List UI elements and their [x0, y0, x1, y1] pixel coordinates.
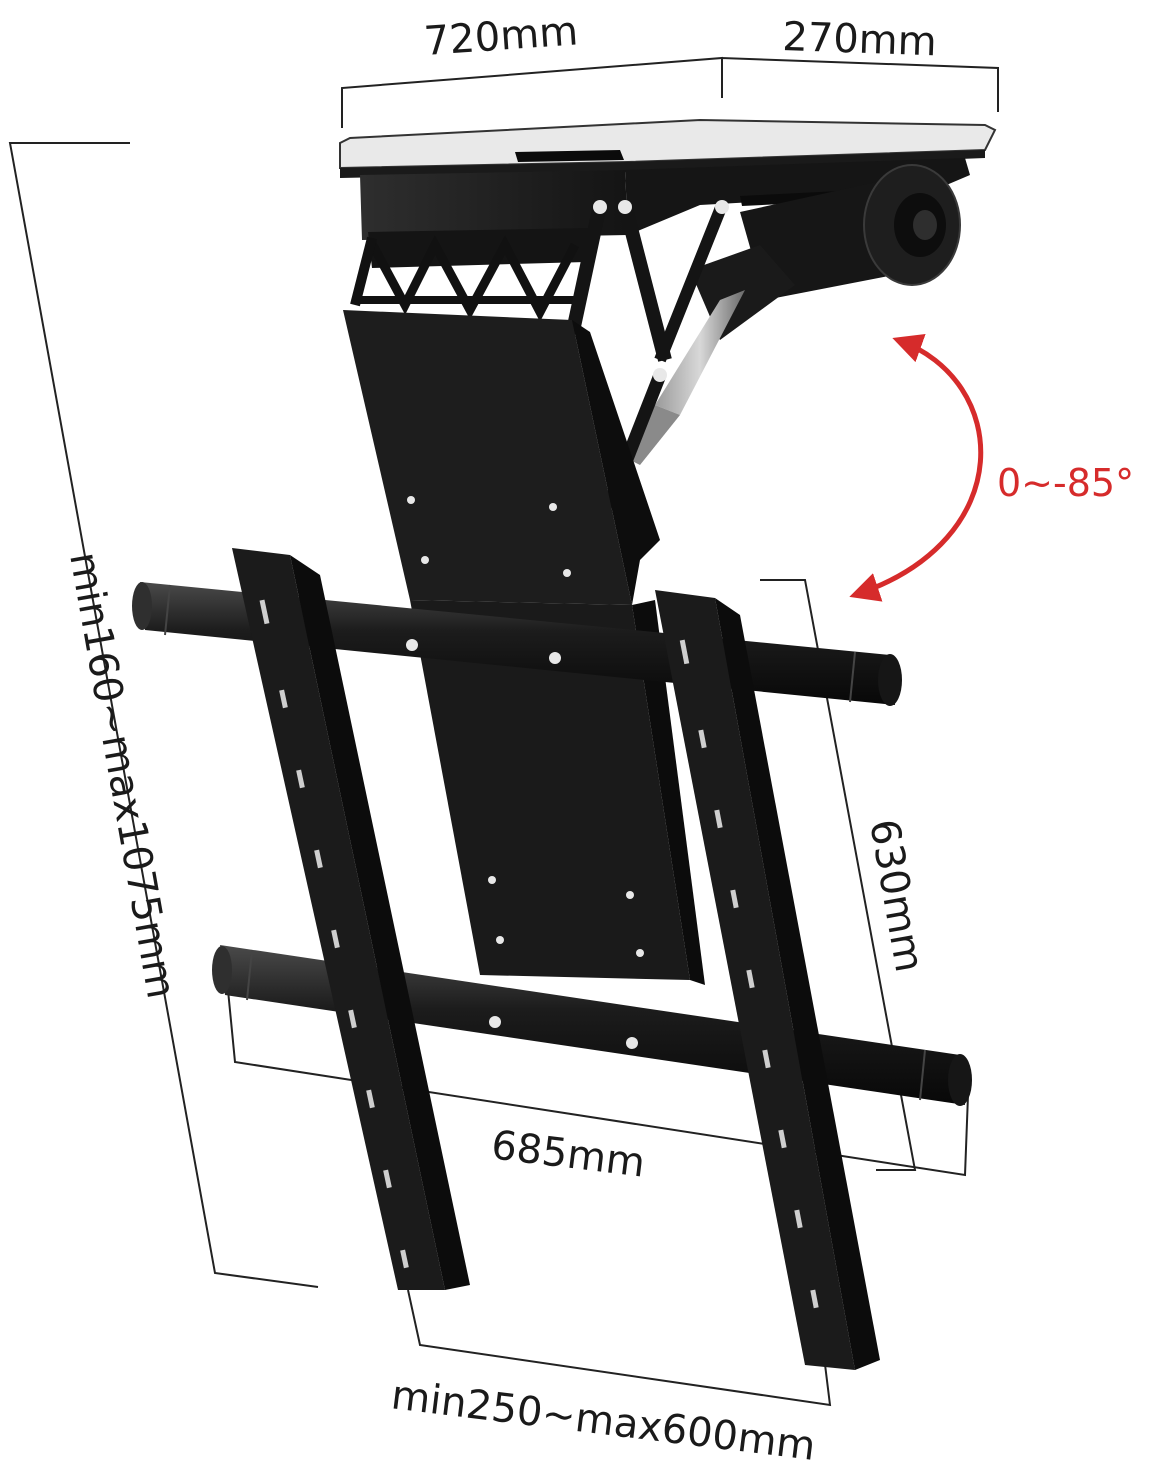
- plate-height-label: 630mm: [860, 816, 932, 976]
- plate-width-dimension-line: [227, 989, 969, 1177]
- left-rail-slots: [259, 599, 409, 1269]
- top-depth-label: 270mm: [782, 14, 938, 65]
- linear-actuator-piston: [620, 245, 795, 465]
- rotation-arrow: [849, 333, 984, 602]
- top-width-dimension-line: [341, 56, 723, 128]
- vesa-range-label: min250~max600mm: [389, 1372, 818, 1470]
- height-dimension-line: [8, 142, 319, 1288]
- rotation-label: 0~-85°: [997, 461, 1134, 505]
- left-vesa-rail: [232, 548, 470, 1290]
- plate-width-label: 685mm: [489, 1122, 648, 1186]
- top-width-label: 720mm: [422, 8, 579, 65]
- right-vesa-rail: [655, 590, 880, 1370]
- folding-arms: [563, 200, 729, 518]
- column-holes: [407, 496, 644, 957]
- rotation-indicator: 0~-85°: [849, 333, 1134, 602]
- truss-bracket: [350, 228, 590, 322]
- plate-height-dimension-line: [760, 579, 917, 1171]
- mount-column: [343, 310, 705, 985]
- right-rail-slots: [679, 639, 819, 1309]
- top-depth-dimension-line: [721, 56, 999, 112]
- vesa-dimension-line: [407, 1289, 832, 1407]
- dimension-lines: [8, 56, 999, 1407]
- motor-housing: [740, 164, 961, 300]
